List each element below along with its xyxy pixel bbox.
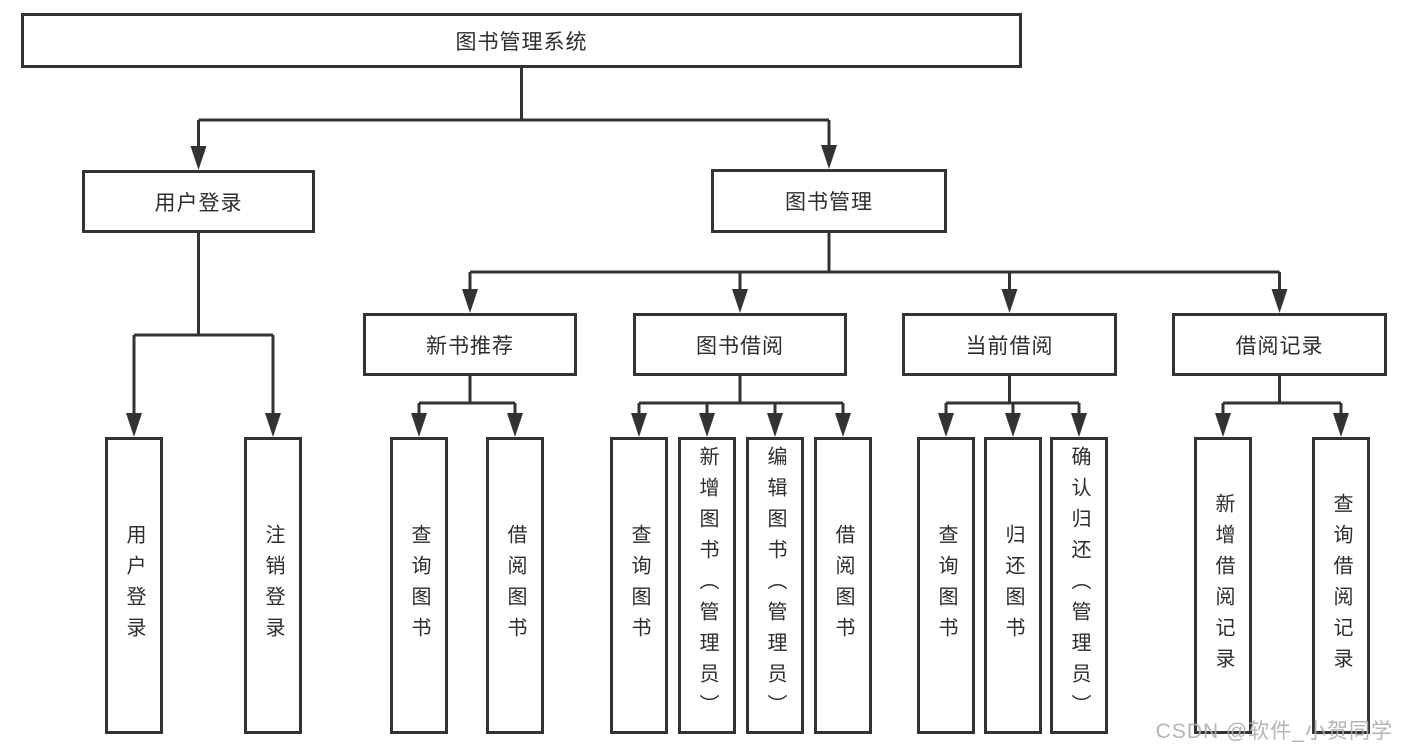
node-new-book-recommend: 新书推荐 — [363, 313, 577, 376]
node-label: 当前借阅 — [965, 334, 1054, 358]
arrowhead-icon — [462, 289, 478, 313]
arrowhead-icon — [190, 146, 207, 170]
leaf-add-books-admin: 新增图书（管理员） — [678, 437, 736, 734]
leaf-edit-books-admin: 编辑图书（管理员） — [746, 437, 804, 734]
arrowhead-icon — [1071, 413, 1087, 437]
leaf-label: 借阅图书 — [504, 523, 526, 648]
leaf-return-books: 归还图书 — [984, 437, 1042, 734]
arrowhead-icon — [507, 413, 523, 437]
leaf-borrow-books-recommend: 借阅图书 — [486, 437, 544, 734]
arrowhead-icon — [938, 413, 954, 437]
arrowhead-icon — [265, 413, 281, 437]
arrowhead-icon — [1005, 413, 1021, 437]
node-label: 新书推荐 — [426, 334, 514, 358]
leaf-label: 编辑图书（管理员） — [764, 446, 786, 725]
node-label: 借阅记录 — [1235, 334, 1324, 358]
leaf-label: 注销登录 — [262, 523, 284, 648]
arrowhead-icon — [411, 413, 427, 437]
arrowhead-icon — [1333, 413, 1349, 437]
arrowhead-icon — [1001, 289, 1018, 313]
node-user-login: 用户登录 — [82, 170, 315, 233]
node-system-root: 图书管理系统 — [21, 13, 1022, 68]
leaf-label: 借阅图书 — [832, 523, 854, 648]
leaf-add-borrow-record: 新增借阅记录 — [1194, 437, 1252, 734]
arrowhead-icon — [1215, 413, 1231, 437]
node-label: 图书管理系统 — [455, 30, 588, 54]
leaf-user-login: 用户登录 — [105, 437, 163, 734]
leaf-query-books-recommend: 查询图书 — [390, 437, 448, 734]
node-label: 图书借阅 — [696, 334, 784, 358]
leaf-logout: 注销登录 — [244, 437, 302, 734]
arrowheads-group — [126, 145, 1349, 437]
leaf-label: 新增借阅记录 — [1212, 492, 1234, 679]
node-label: 图书管理 — [785, 191, 873, 214]
leaf-label: 查询借阅记录 — [1330, 492, 1352, 679]
arrowhead-icon — [126, 413, 142, 437]
leaf-query-borrow-record: 查询借阅记录 — [1312, 437, 1370, 734]
node-book-borrow: 图书借阅 — [633, 313, 847, 376]
leaf-label: 确认归还（管理员） — [1068, 446, 1090, 725]
leaf-query-books-borrow: 查询图书 — [610, 437, 668, 734]
leaf-label: 归还图书 — [1002, 523, 1024, 648]
arrowhead-icon — [732, 289, 748, 313]
arrowhead-icon — [821, 145, 837, 169]
leaf-label: 新增图书（管理员） — [696, 446, 718, 725]
node-label: 用户登录 — [154, 191, 243, 215]
watermark: CSDN @软件_小贺同学 — [1155, 720, 1393, 743]
arrowhead-icon — [767, 413, 783, 437]
connector-lines — [132, 68, 1343, 418]
leaf-borrow-books: 借阅图书 — [814, 437, 872, 734]
leaf-label: 查询图书 — [935, 523, 957, 648]
arrowhead-icon — [1271, 289, 1288, 313]
leaf-confirm-return-admin: 确认归还（管理员） — [1050, 437, 1108, 734]
leaf-query-books-current: 查询图书 — [917, 437, 975, 734]
leaf-label: 查询图书 — [408, 523, 430, 648]
arrowhead-icon — [631, 413, 647, 437]
arrowhead-icon — [835, 413, 851, 437]
node-book-management: 图书管理 — [711, 169, 947, 233]
arrowhead-icon — [699, 413, 715, 437]
leaf-label: 用户登录 — [123, 523, 145, 648]
node-borrow-records: 借阅记录 — [1172, 313, 1387, 376]
node-current-borrow: 当前借阅 — [902, 313, 1117, 376]
leaf-label: 查询图书 — [628, 523, 650, 648]
